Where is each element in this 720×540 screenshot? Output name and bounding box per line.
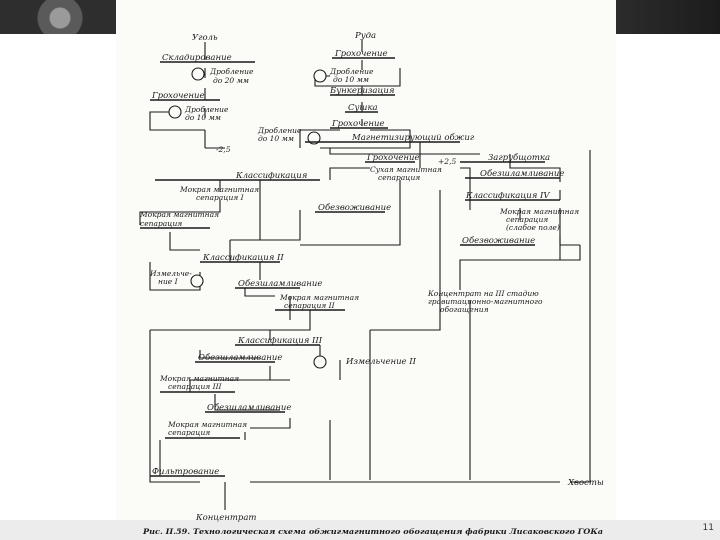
label-drying: Сушка (348, 103, 378, 113)
label-wet-mag-weak-c: (слабое поле) (506, 223, 560, 232)
label-wet-mag-main: Мокрая магнитная (139, 210, 219, 219)
label-crushing-10-ore-size: до 10 мм (333, 75, 369, 84)
label-screening-coal: Грохочение (151, 91, 205, 101)
figure-caption: Рис. II.59. Технологическая схема обжигм… (142, 527, 603, 536)
label-classification-1: Классификация (235, 171, 308, 181)
label-deslime-4: Обезшламливание (207, 402, 291, 413)
label-size-minus: -2,5 (216, 145, 231, 154)
label-stockpiling: Складирование (162, 53, 232, 63)
label-ore: Руда (354, 31, 376, 41)
label-filtration: Фильтрование (152, 467, 219, 477)
label-screening-3: Грохочение (366, 153, 420, 163)
label-classification-2: Классификация II (202, 253, 284, 263)
label-wet-mag-4b: сепарация (168, 428, 210, 437)
label-crushing-10-coal-size: до 10 мм (185, 113, 221, 122)
crusher-icon (169, 106, 181, 118)
label-crushing-20-size: до 20 мм (213, 76, 249, 85)
label-grinding-1b: ние I (158, 277, 179, 286)
label-crushing-20: Дробление (209, 67, 254, 76)
crusher-icon (192, 68, 204, 80)
label-deslime-1: Обезвоживание (318, 202, 391, 213)
node-labels: Уголь Руда Складирование Грохочение Дроб… (139, 31, 604, 523)
label-grinding-2: Измельчение II (345, 357, 417, 367)
label-concentrate: Концентрат (195, 513, 256, 523)
label-tailings: Хвосты (567, 478, 604, 488)
label-dry-mag-sep-2: сепарация (378, 173, 420, 182)
label-screening-2: Грохочение (331, 119, 385, 129)
label-screening-ore: Грохочение (334, 49, 388, 59)
crusher-icon (314, 70, 326, 82)
label-wet-mag-main-b: сепарация (140, 219, 182, 228)
label-classification-4: Классификация IV (465, 191, 550, 201)
label-wet-mag-1b: сепарация I (196, 193, 245, 202)
label-classification-3: Классификация III (237, 336, 323, 346)
label-ballast: Загрубщотка (488, 152, 550, 163)
mill-icon (191, 275, 203, 287)
label-dewatering-1: Обезвоживание (462, 235, 535, 246)
label-bunkering: Бункеризация (329, 86, 395, 96)
label-concentrate-note-3: обогащения (440, 305, 489, 314)
mill-icon (314, 356, 326, 368)
label-crushing-final-size: до 10 мм (258, 134, 294, 143)
label-deslime-2: Обезшламливание (238, 278, 322, 289)
label-coal: Уголь (192, 33, 218, 43)
label-crushing-stage: Обезшламливание (480, 168, 564, 179)
label-deslime-3: Обезшламливание (198, 352, 282, 363)
label-wet-mag-3b: сепарация III (168, 382, 223, 391)
label-wet-mag-2b: сепарация II (284, 301, 336, 310)
label-magnetizing-roasting: Магнетизирующий обжиг (351, 132, 475, 143)
